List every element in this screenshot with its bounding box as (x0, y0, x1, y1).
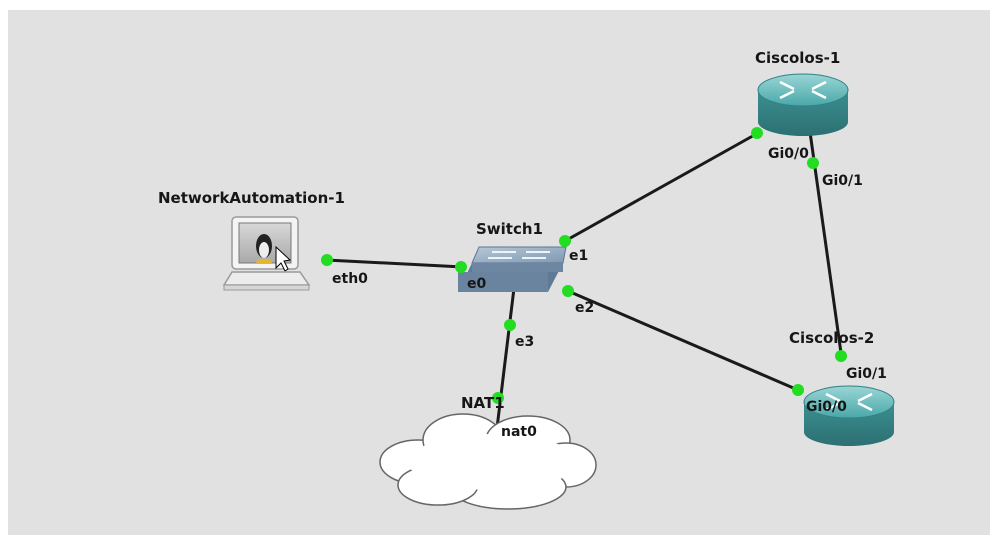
port-dot-e0 (455, 261, 467, 273)
node-label-ciscolos-2: Ciscolos-2 (789, 329, 875, 347)
port-label-r1-gi00: Gi0/0 (768, 146, 809, 162)
port-label-r1-gi01: Gi0/1 (822, 173, 863, 189)
port-dot-eth0 (321, 254, 333, 266)
port-dot-r2-gi01 (835, 350, 847, 362)
link-e1-gi00[interactable] (564, 131, 759, 243)
port-label-e1: e1 (569, 248, 589, 264)
port-dot-r1-gi00 (751, 127, 763, 139)
links (325, 131, 844, 429)
port-dot-r2-gi00 (792, 384, 804, 396)
link-e2-gi00[interactable] (567, 289, 799, 392)
topology-drawing (222, 73, 895, 510)
topology-canvas[interactable]: NetworkAutomation-1 Switch1 Ciscolos-1 C… (8, 10, 990, 535)
cloud-icon[interactable] (379, 413, 597, 510)
port-status-dots (321, 127, 847, 404)
port-label-e3: e3 (515, 334, 535, 350)
port-dot-e2 (562, 285, 574, 297)
port-dot-e3 (504, 319, 516, 331)
router-icon[interactable] (803, 385, 895, 446)
node-label-networkautomation-1: NetworkAutomation-1 (158, 189, 345, 207)
node-label-ciscolos-1: Ciscolos-1 (755, 49, 841, 67)
port-label-r2-gi01: Gi0/1 (846, 366, 887, 382)
port-dot-nat0 (492, 392, 504, 404)
node-label-nat1: NAT1 (461, 394, 505, 412)
node-label-switch1: Switch1 (476, 220, 543, 238)
port-label-e0: e0 (467, 276, 487, 292)
port-dot-r1-gi01 (807, 157, 819, 169)
port-label-eth0: eth0 (332, 271, 368, 287)
linux-workstation-icon[interactable] (222, 216, 311, 291)
port-label-r2-gi00: Gi0/0 (806, 399, 847, 415)
ethernet-switch-icon[interactable] (458, 246, 567, 292)
link-eth0-e0[interactable] (325, 258, 464, 269)
port-dot-e1 (559, 235, 571, 247)
link-gi01-gi01[interactable] (808, 131, 844, 361)
port-label-nat0: nat0 (501, 424, 537, 440)
port-label-e2: e2 (575, 300, 595, 316)
router-icon[interactable] (757, 73, 849, 136)
